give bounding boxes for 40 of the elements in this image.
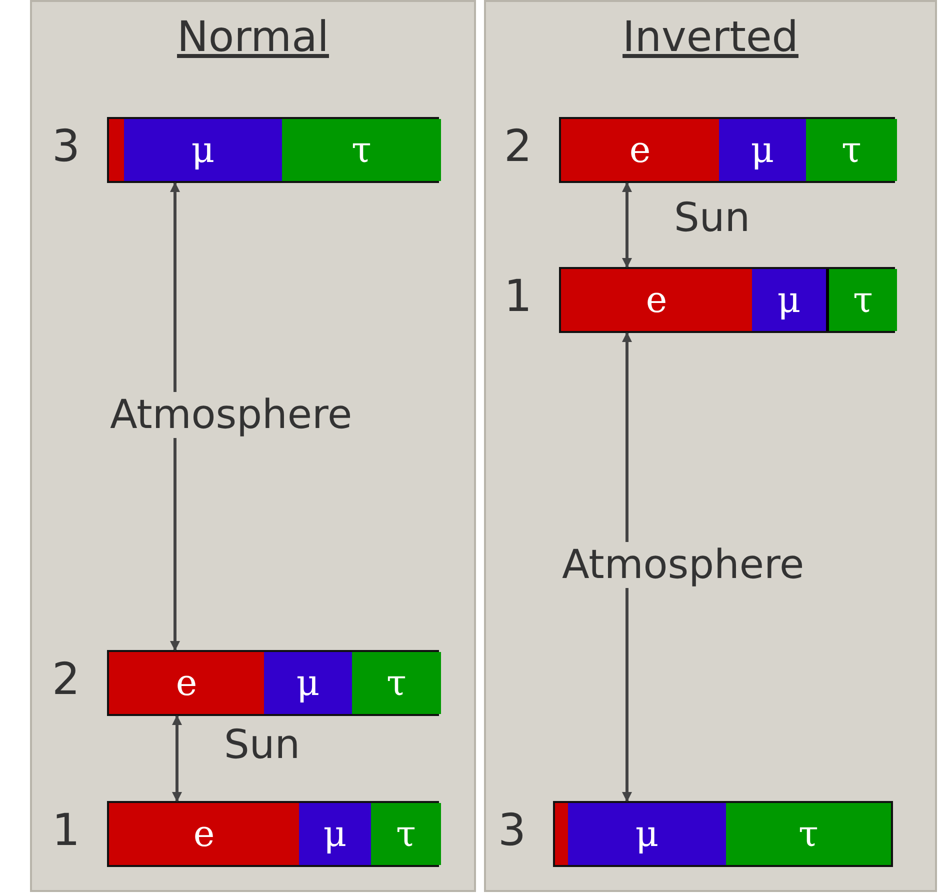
flavor-segment: e (561, 119, 719, 181)
flavor-segment: μ (124, 119, 282, 181)
level-number: 1 (504, 271, 532, 322)
flavor-segment: μ (719, 119, 806, 181)
flavor-segment: τ (282, 119, 441, 181)
double-arrow (172, 715, 182, 802)
flavor-segment: τ (352, 652, 441, 714)
flavor-segment: e (109, 652, 264, 714)
flavor-segment: μ (752, 269, 826, 331)
double-arrow (170, 182, 180, 651)
level-number: 1 (52, 805, 80, 856)
flavor-segment: e (109, 803, 299, 865)
level-bar (107, 650, 439, 716)
flavor-segment: e (561, 269, 752, 331)
edge-label: Sun (223, 722, 302, 768)
flavor-sliver (555, 803, 568, 865)
panel-heading: Inverted (622, 12, 800, 61)
flavor-segment: τ (826, 269, 897, 331)
double-arrow (622, 182, 632, 268)
flavor-segment: τ (726, 803, 891, 865)
level-bar (107, 117, 439, 183)
panel-background (484, 0, 937, 892)
level-number: 3 (498, 805, 526, 856)
flavor-sliver (109, 119, 124, 181)
panel-background (30, 0, 476, 892)
level-bar (107, 801, 439, 867)
edge-label: Sun (673, 195, 752, 241)
double-arrow (622, 332, 632, 802)
flavor-segment: τ (371, 803, 441, 865)
flavor-segment: μ (264, 652, 352, 714)
level-number: 3 (52, 121, 80, 172)
level-bar (559, 267, 895, 333)
flavor-segment: τ (806, 119, 897, 181)
level-bar (559, 117, 895, 183)
flavor-segment: μ (299, 803, 371, 865)
flavor-segment: μ (568, 803, 726, 865)
level-number: 2 (504, 121, 532, 172)
level-number: 2 (52, 654, 80, 705)
level-bar (553, 801, 893, 867)
panel-heading: Normal (176, 12, 330, 61)
